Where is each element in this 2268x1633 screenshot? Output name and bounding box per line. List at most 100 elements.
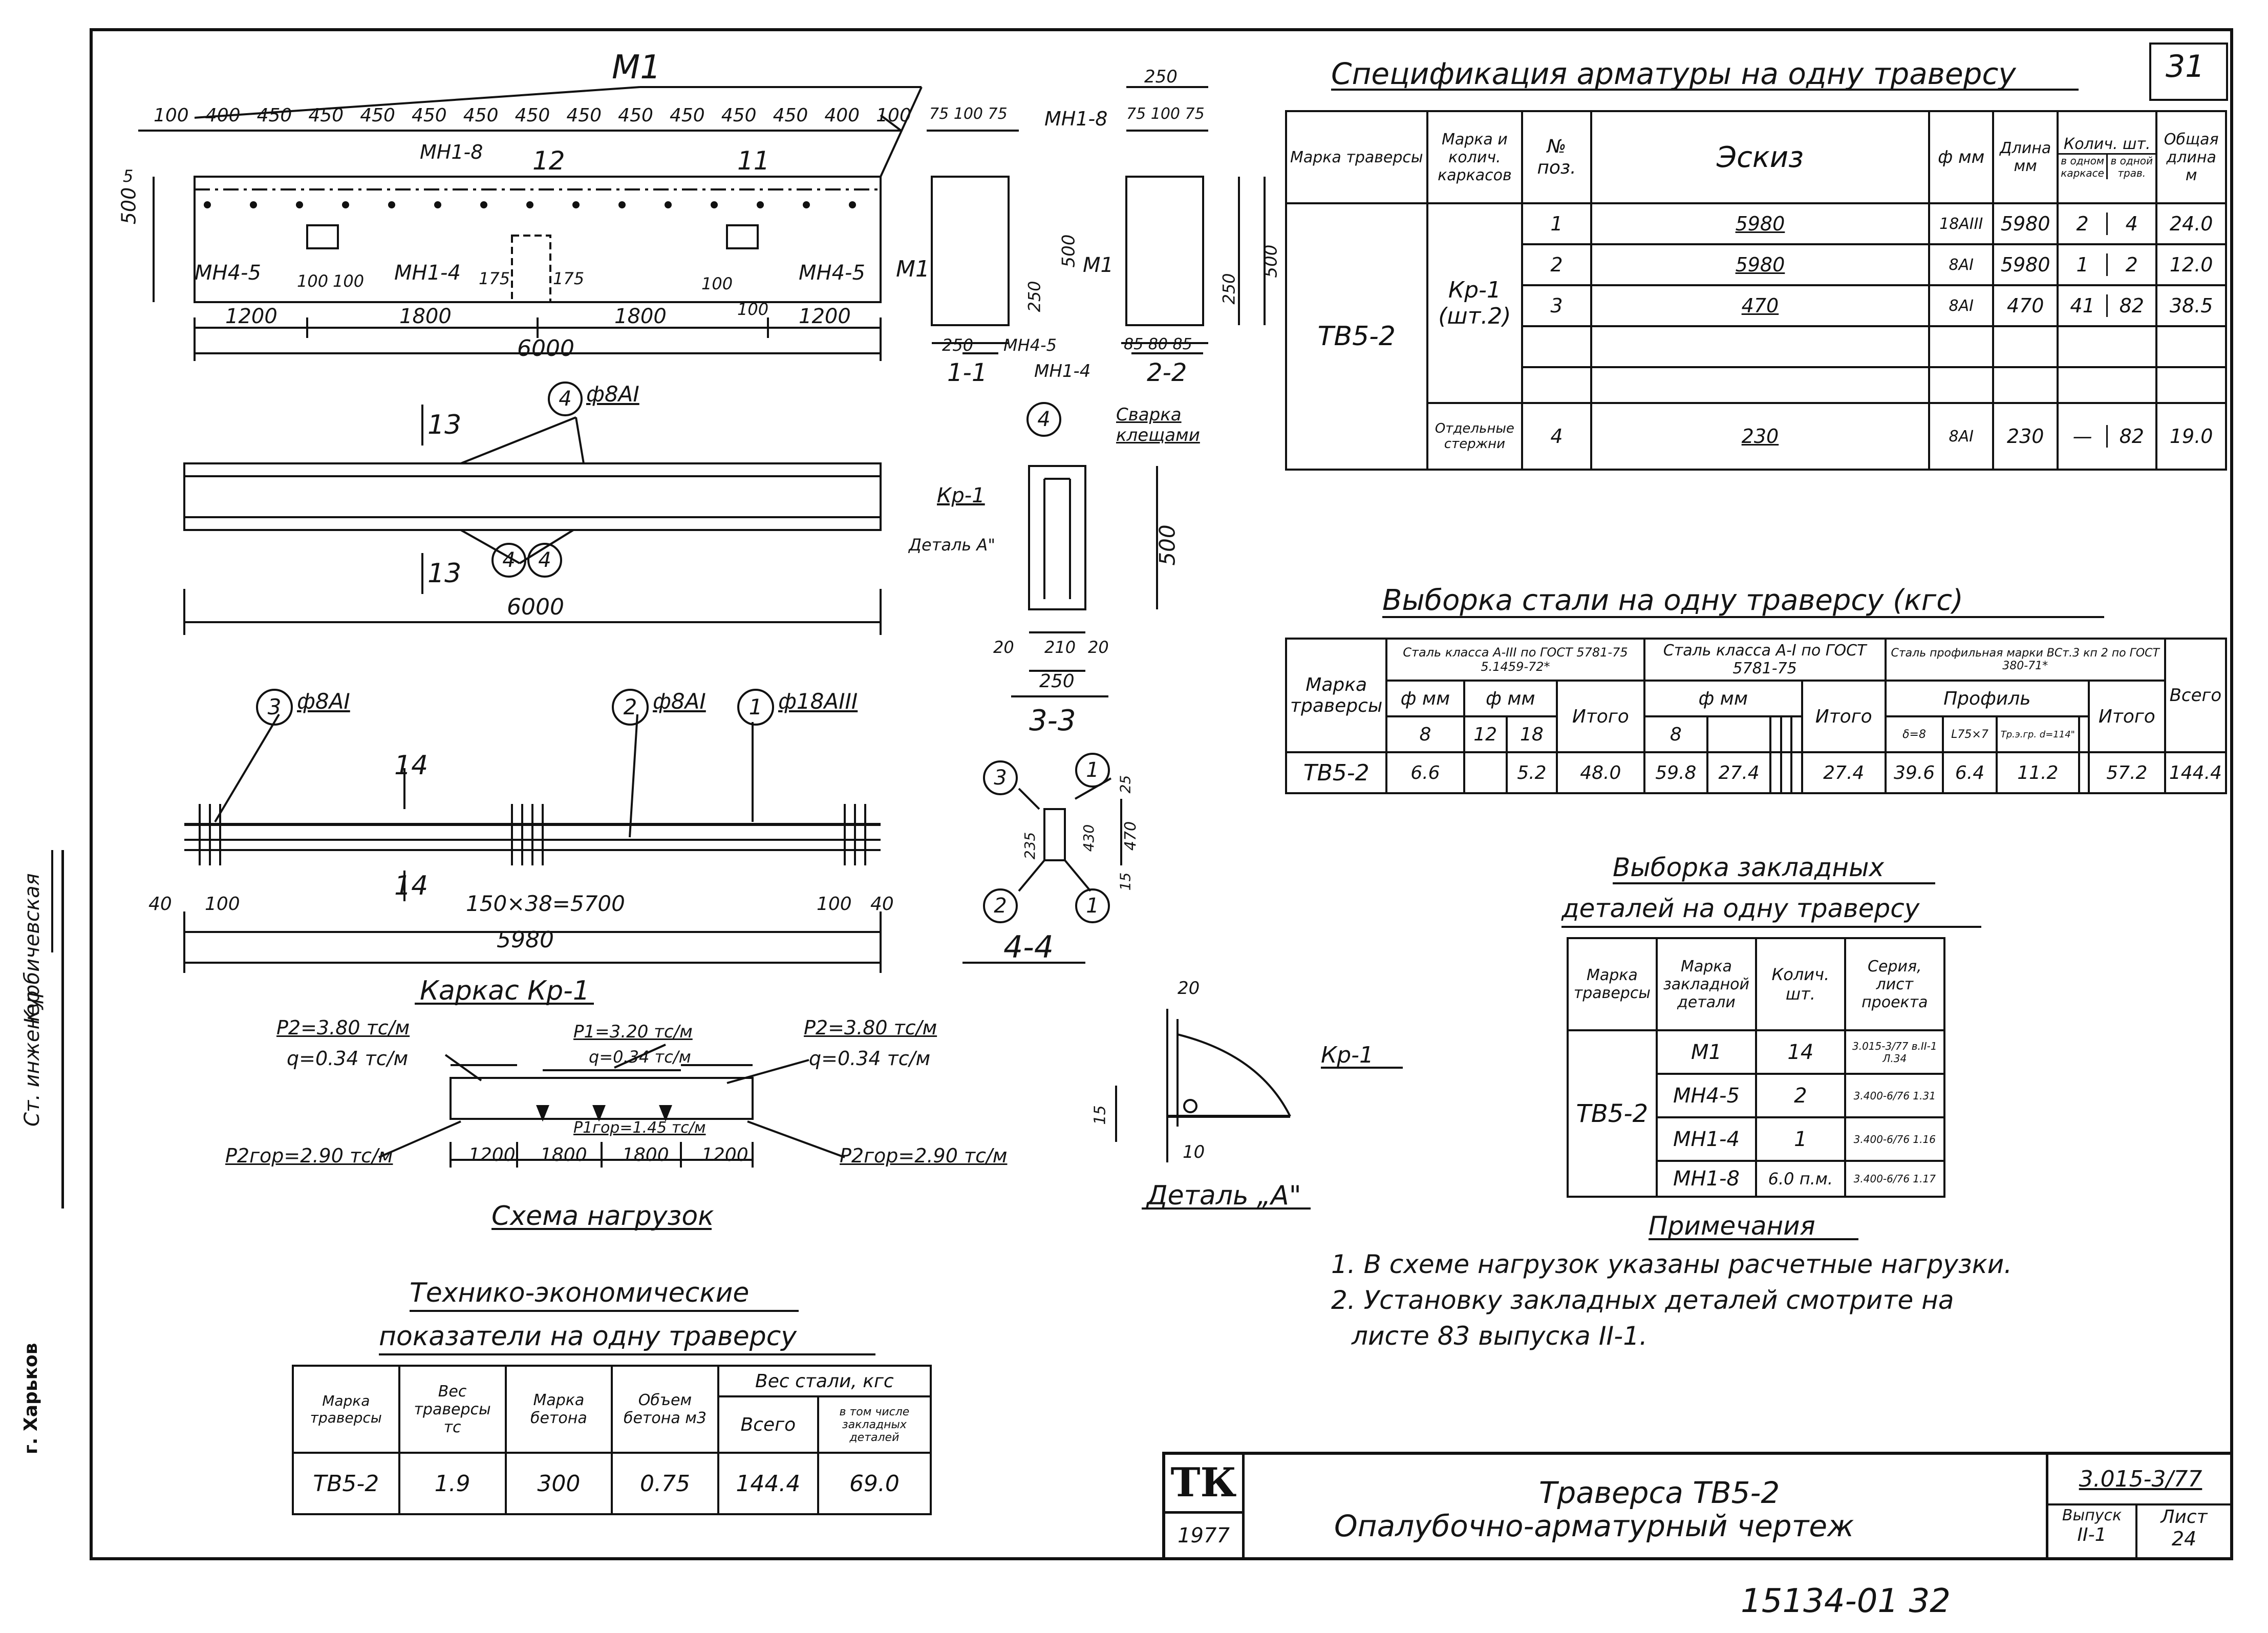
th: Общая длина м [2155, 110, 2227, 204]
cell: 3.400-6/76 1.31 [1844, 1073, 1946, 1118]
th: Марка траверсы [292, 1365, 400, 1454]
dim: 100 [297, 271, 329, 291]
cell: МН1-8 [1655, 1160, 1758, 1198]
dim: 210 [1044, 638, 1076, 657]
spec-marka: ТВ5-2 [1285, 202, 1428, 471]
plan14-l1: ф18АIII [778, 689, 858, 714]
dim: 450 [308, 105, 344, 126]
dim: 430 [1080, 824, 1098, 852]
cell: 2 [2125, 253, 2138, 276]
cell: 1 [1755, 1116, 1846, 1162]
note-1: 1. В схеме нагрузок указаны расчетные на… [1331, 1249, 2013, 1279]
pos-number: 3 [994, 766, 1007, 790]
cell: 82 [2119, 425, 2144, 448]
cell: 3.400-6/76 1.16 [1844, 1116, 1946, 1162]
karkas-title: Каркас Кр-1 [420, 975, 590, 1006]
dim: 15 [1091, 1105, 1109, 1125]
th: δ=8 [1884, 715, 1944, 753]
dim: 20 [993, 638, 1014, 657]
sec33-detal: Деталь А" [909, 535, 996, 555]
th: Сталь профильная марки ВСт.3 кп 2 по ГОС… [1884, 638, 2166, 682]
section-1-1-outline [931, 176, 1010, 326]
dim: 450 [669, 105, 705, 126]
cell: 8АI [1928, 243, 1995, 286]
dim: 400 [824, 105, 860, 126]
title-right-cell: 3.015-3/77 Выпуск II-1 Лист 24 [2046, 1455, 2233, 1557]
dim: 40 [870, 894, 894, 915]
cell: 48.0 [1556, 751, 1645, 794]
th: Серия, лист проекта [1844, 937, 1946, 1031]
pos-number: 2 [623, 694, 637, 719]
sec33-svarka: Сварка клещами [1116, 405, 1200, 446]
cell: — [2059, 425, 2108, 448]
load-scheme-beam [450, 1077, 754, 1120]
dim: 175 [479, 269, 510, 288]
plan14-pos2: 2 [612, 689, 649, 726]
label-m1: М1 [1083, 253, 1114, 277]
tech-title-2: показатели на одну траверсу [379, 1321, 797, 1352]
cell: МН4-5 [1655, 1073, 1758, 1118]
dim: 85 [1124, 335, 1144, 353]
th: 8 [1643, 715, 1708, 753]
sketch: 5980 [1735, 253, 1785, 276]
th: Сталь класса А-I по ГОСТ 5781-75 [1643, 638, 1887, 682]
th: Марка траверсы [1567, 937, 1658, 1031]
logo: ТК [1165, 1455, 1242, 1514]
dim: 85 [1172, 335, 1192, 353]
dim: 1800 [540, 1144, 587, 1165]
sketch: 5980 [1735, 213, 1785, 235]
dim: 100 [701, 274, 733, 293]
title-block: ТК 1977 Траверса ТВ5-2 Опалубочно-армату… [1162, 1452, 2233, 1557]
cell: 3 [1521, 284, 1592, 327]
left-strip-line [61, 850, 64, 1208]
dim-5: 5 [123, 166, 134, 186]
elevation-total: 6000 [517, 335, 574, 362]
th: L75×7 [1942, 715, 1998, 753]
dim: 450 [773, 105, 808, 126]
label-mi8-sec: МН1-8 [1044, 108, 1108, 130]
detail-a-kr: Кр-1 [1321, 1042, 1374, 1068]
sidebar-signature [51, 850, 84, 952]
label-mi45-right: МН4-5 [799, 261, 865, 285]
plan14-cut-bottom: 14 [394, 871, 429, 901]
cell: 470 [1590, 284, 1931, 327]
plan13-total: 6000 [507, 594, 564, 620]
cell: 1 [1521, 202, 1592, 245]
th: Всего [2164, 638, 2228, 753]
dim: 450 [411, 105, 447, 126]
th: в одной трав. [2110, 155, 2153, 179]
cell: 2 [2059, 213, 2108, 235]
dim-500: 500 [117, 187, 140, 225]
th: Марка и колич. каркасов [1426, 110, 1524, 204]
th: Марка бетона [504, 1365, 613, 1454]
cell: 0.75 [611, 1452, 719, 1515]
cell: 230 [1992, 402, 2059, 471]
cell: 6.6 [1385, 751, 1465, 794]
cell: 2 [1755, 1073, 1846, 1118]
th: Вес стали, кгс [717, 1365, 932, 1397]
plan14-l3: ф8АI [297, 689, 350, 714]
plan13-cut-bottom: 13 [427, 558, 462, 589]
cell: 8АI [1928, 284, 1995, 327]
cell [1769, 751, 1782, 794]
th: в одном каркасе [2059, 155, 2108, 179]
section-4-4-title: 4-4 [1003, 929, 1054, 965]
dim: 500 [1058, 234, 1079, 268]
plan13-cut-top: 13 [427, 410, 462, 440]
pos-number: 2 [994, 894, 1007, 918]
section-1-1-title: 1-1 [947, 358, 988, 387]
cell: 144.4 [717, 1452, 819, 1515]
cell: 27.4 [1801, 751, 1887, 794]
dim: 1200 [468, 1144, 516, 1165]
load-scheme-title: Схема нагрузок [491, 1201, 714, 1232]
series: 3.015-3/77 [2048, 1455, 2233, 1505]
dim: 1800 [614, 305, 667, 328]
dim: 235 [1021, 832, 1039, 860]
cell: 5.2 [1505, 751, 1558, 794]
cell: 6.4 [1942, 751, 1998, 794]
plan13-rebar-label: ф8АI [586, 381, 639, 407]
dim: 75 [988, 105, 1008, 123]
section-2-2-title: 2-2 [1147, 358, 1187, 387]
page-number: 31 [2166, 49, 2205, 84]
